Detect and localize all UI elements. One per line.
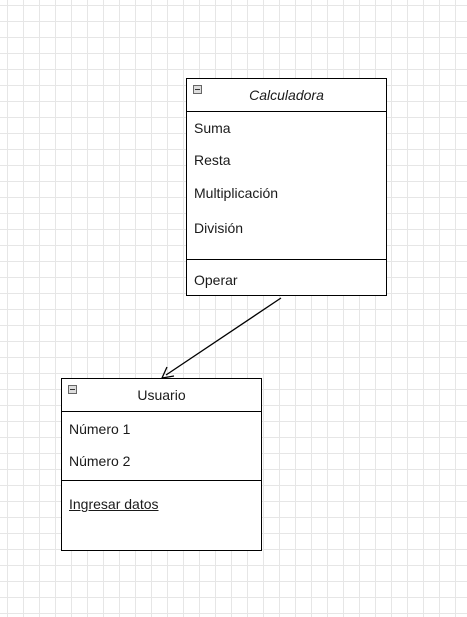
class-name: Usuario [137,387,186,403]
section-divider [187,259,386,260]
method-ingresar-datos[interactable]: Ingresar datos [69,496,159,512]
attribute-suma[interactable]: Suma [194,120,231,136]
method-operar[interactable]: Operar [194,272,238,288]
class-usuario[interactable]: Usuario Número 1 Número 2 Ingresar datos [61,378,262,551]
class-header[interactable]: Usuario [62,379,261,412]
attribute-division[interactable]: División [194,220,244,236]
attribute-multiplicacion[interactable]: Multiplicación [194,185,279,201]
class-name: Calculadora [249,87,324,103]
class-calculadora[interactable]: Calculadora Suma Resta Multiplicación Di… [186,78,387,296]
collapse-icon[interactable] [68,385,77,394]
attribute-resta[interactable]: Resta [194,152,231,168]
arrowhead [160,366,175,379]
section-divider [62,480,261,481]
attribute-numero-2[interactable]: Número 2 [69,453,131,469]
class-header[interactable]: Calculadora [187,79,386,112]
collapse-icon[interactable] [193,85,202,94]
attribute-numero-1[interactable]: Número 1 [69,421,131,437]
association-line[interactable] [165,297,282,376]
